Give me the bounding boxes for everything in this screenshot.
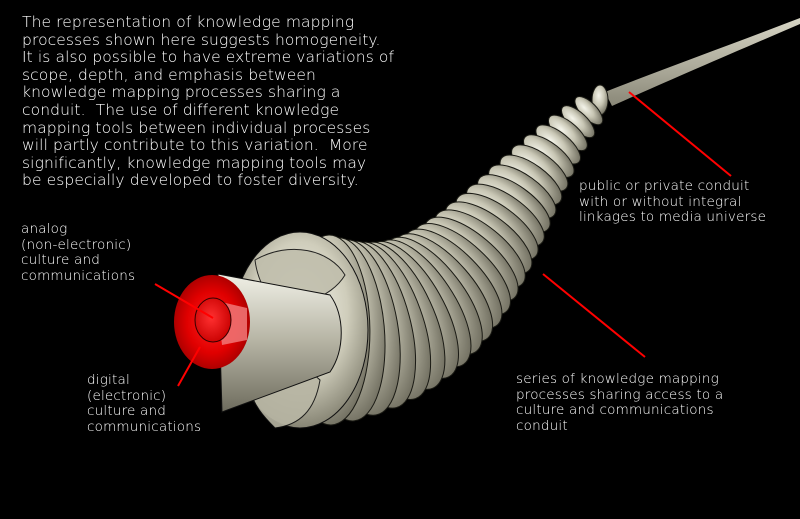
leader-line-series bbox=[542, 273, 646, 358]
leader-line-conduit bbox=[628, 91, 732, 177]
label-analog-culture: analog (non-electronic) culture and comm… bbox=[21, 221, 136, 284]
digital-core bbox=[194, 297, 232, 343]
leader-line-digital bbox=[177, 346, 201, 387]
leader-line-analog bbox=[154, 283, 214, 319]
label-conduit: public or private conduit with or withou… bbox=[579, 178, 767, 225]
digital-tube bbox=[217, 273, 342, 413]
conduit-tail bbox=[605, 18, 800, 106]
label-mapping-series: series of knowledge mapping processes sh… bbox=[516, 371, 724, 434]
intro-paragraph: The representation of knowledge mapping … bbox=[22, 13, 395, 190]
label-digital-culture: digital (electronic) culture and communi… bbox=[87, 372, 202, 435]
